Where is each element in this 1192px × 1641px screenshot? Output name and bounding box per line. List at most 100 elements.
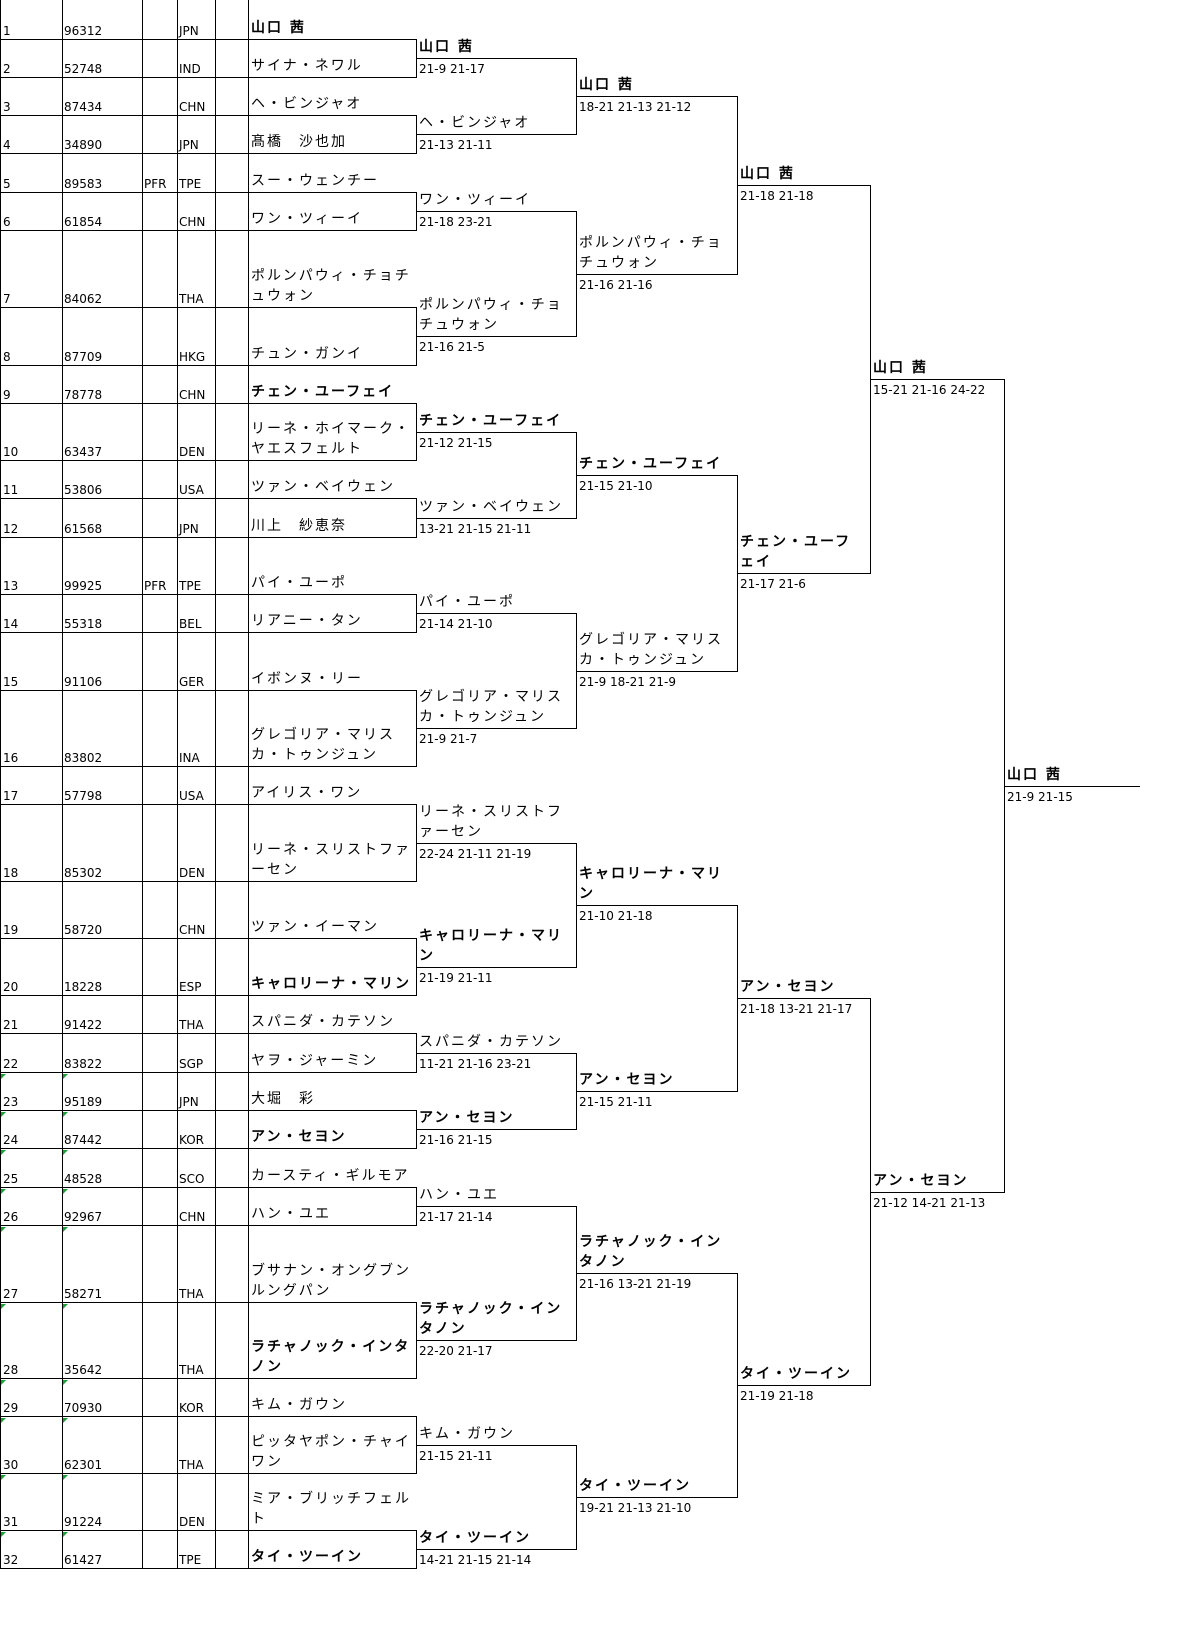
bracket-line [248, 1033, 417, 1034]
match-winner[interactable]: ラチャノック・インタノン [579, 1234, 723, 1270]
grid-row-divider [0, 403, 249, 404]
player-name[interactable]: イボンヌ・リー [251, 671, 363, 687]
grid-row-divider [0, 1473, 249, 1474]
player-name[interactable]: ハン・ユエ [251, 1206, 331, 1222]
player-id: 48528 [64, 1172, 103, 1186]
match-winner[interactable]: ハン・ユエ [419, 1187, 499, 1203]
match-winner[interactable]: ポルンパウィ・チョチュウォン [419, 297, 563, 333]
comment-marker-icon [63, 1150, 68, 1155]
bracket-line [416, 1549, 577, 1550]
grid-column-divider [142, 0, 143, 1569]
nation-code: THA [179, 1363, 204, 1377]
match-winner[interactable]: タイ・ツーイン [579, 1478, 691, 1494]
match-winner[interactable]: タイ・ツーイン [740, 1366, 852, 1382]
player-name[interactable]: ラチャノック・インタノン [251, 1339, 411, 1375]
match-winner[interactable]: 山口 茜 [419, 39, 474, 55]
player-name[interactable]: ピッタヤポン・チャイワン [251, 1434, 411, 1470]
match-score: 21-9 18-21 21-9 [579, 675, 676, 689]
comment-marker-icon [1, 1380, 6, 1385]
match-winner[interactable]: キャロリーナ・マリン [579, 866, 723, 902]
player-id: 18228 [64, 980, 103, 994]
player-name[interactable]: ポルンパウィ・チョチュウォン [251, 268, 411, 304]
match-winner[interactable]: ラチャノック・インタノン [419, 1301, 563, 1337]
match-winner[interactable]: チェン・ユーフェイ [740, 534, 852, 570]
match-score: 22-24 21-11 21-19 [419, 847, 532, 861]
match-winner[interactable]: 山口 茜 [1007, 767, 1062, 783]
player-name[interactable]: グレゴリア・マリスカ・トゥンジュン [251, 727, 395, 763]
seed-number: 12 [3, 522, 19, 536]
player-name[interactable]: 山口 茜 [251, 20, 306, 36]
comment-marker-icon [63, 1475, 68, 1480]
seed-number: 4 [3, 138, 11, 152]
grid-border-left [0, 0, 1, 1569]
grid-row-divider [0, 766, 249, 767]
match-winner[interactable]: ワン・ツィーイ [419, 192, 531, 208]
match-winner[interactable]: キム・ガウン [419, 1426, 515, 1442]
seed-number: 8 [3, 350, 11, 364]
grid-row-divider [0, 365, 249, 366]
player-name[interactable]: チュン・ガンイ [251, 346, 363, 362]
player-name[interactable]: 髙橋 沙也加 [251, 134, 347, 150]
match-winner[interactable]: グレゴリア・マリスカ・トゥンジュン [419, 689, 563, 725]
nation-code: ESP [179, 980, 202, 994]
player-name[interactable]: 大堀 彩 [251, 1091, 315, 1107]
player-name[interactable]: リーネ・スリストファーセン [251, 842, 411, 878]
player-name[interactable]: ミア・ブリッチフェルト [251, 1491, 411, 1527]
player-name[interactable]: スパニダ・カテソン [251, 1014, 395, 1030]
player-name[interactable]: スー・ウェンチー [251, 173, 379, 189]
match-winner[interactable]: リーネ・スリストファーセン [419, 804, 563, 840]
match-winner[interactable]: 山口 茜 [740, 166, 795, 182]
player-name[interactable]: キャロリーナ・マリン [251, 976, 411, 992]
seed-number: 16 [3, 751, 19, 765]
player-name[interactable]: チェン・ユーフェイ [251, 384, 395, 400]
bracket-line [248, 881, 417, 882]
player-name[interactable]: サイナ・ネワル [251, 58, 363, 74]
match-winner[interactable]: アン・セヨン [873, 1173, 969, 1189]
match-winner[interactable]: スパニダ・カテソン [419, 1034, 563, 1050]
grid-row-divider [0, 1110, 249, 1111]
player-name[interactable]: 川上 紗恵奈 [251, 518, 347, 534]
bracket-line [248, 537, 417, 538]
player-name[interactable]: ツァン・イーマン [251, 919, 379, 935]
player-name[interactable]: リーネ・ホイマーク・ヤエスフェルト [251, 421, 411, 457]
player-name[interactable]: ワン・ツィーイ [251, 211, 363, 227]
seed-number: 30 [3, 1458, 19, 1472]
comment-marker-icon [1, 1074, 6, 1079]
match-winner[interactable]: ポルンパウィ・チョチュウォン [579, 235, 723, 271]
match-winner[interactable]: チェン・ユーフェイ [579, 456, 723, 472]
player-name[interactable]: ツァン・ベイウェン [251, 479, 395, 495]
match-winner[interactable]: タイ・ツーイン [419, 1530, 531, 1546]
seed-number: 25 [3, 1172, 19, 1186]
player-name[interactable]: ブサナン・オングブンルングパン [251, 1263, 411, 1299]
grid-column-divider [62, 0, 63, 1569]
comment-marker-icon [63, 1112, 68, 1117]
match-winner[interactable]: グレゴリア・マリスカ・トゥンジュン [579, 632, 723, 668]
player-name[interactable]: タイ・ツーイン [251, 1549, 363, 1565]
match-score: 21-19 21-18 [740, 1389, 814, 1403]
player-name[interactable]: ヘ・ビンジャオ [251, 96, 363, 112]
match-winner[interactable]: 山口 茜 [873, 360, 928, 376]
player-name[interactable]: パイ・ユーポ [251, 575, 347, 591]
match-winner[interactable]: ツァン・ベイウェン [419, 499, 563, 515]
match-score: 14-21 21-15 21-14 [419, 1553, 532, 1567]
comment-marker-icon [1, 1304, 6, 1309]
match-winner[interactable]: アン・セヨン [579, 1072, 675, 1088]
match-winner[interactable]: チェン・ユーフェイ [419, 413, 563, 429]
match-winner[interactable]: ヘ・ビンジャオ [419, 115, 531, 131]
player-name[interactable]: キム・ガウン [251, 1397, 347, 1413]
match-winner[interactable]: パイ・ユーポ [419, 594, 515, 610]
bracket-line [248, 77, 417, 78]
player-name[interactable]: カースティ・ギルモア [251, 1168, 410, 1184]
match-score: 21-12 21-15 [419, 436, 493, 450]
match-winner[interactable]: キャロリーナ・マリン [419, 928, 563, 964]
match-winner[interactable]: アン・セヨン [419, 1110, 515, 1126]
match-winner[interactable]: 山口 茜 [579, 77, 634, 93]
player-name[interactable]: ヤヲ・ジャーミン [251, 1053, 379, 1069]
nation-code: USA [179, 483, 204, 497]
player-name[interactable]: アン・セヨン [251, 1129, 347, 1145]
player-id: 63437 [64, 445, 103, 459]
player-name[interactable]: リアニー・タン [251, 613, 363, 629]
match-score: 21-19 21-11 [419, 971, 493, 985]
player-name[interactable]: アイリス・ワン [251, 785, 363, 801]
match-winner[interactable]: アン・セヨン [740, 979, 836, 995]
